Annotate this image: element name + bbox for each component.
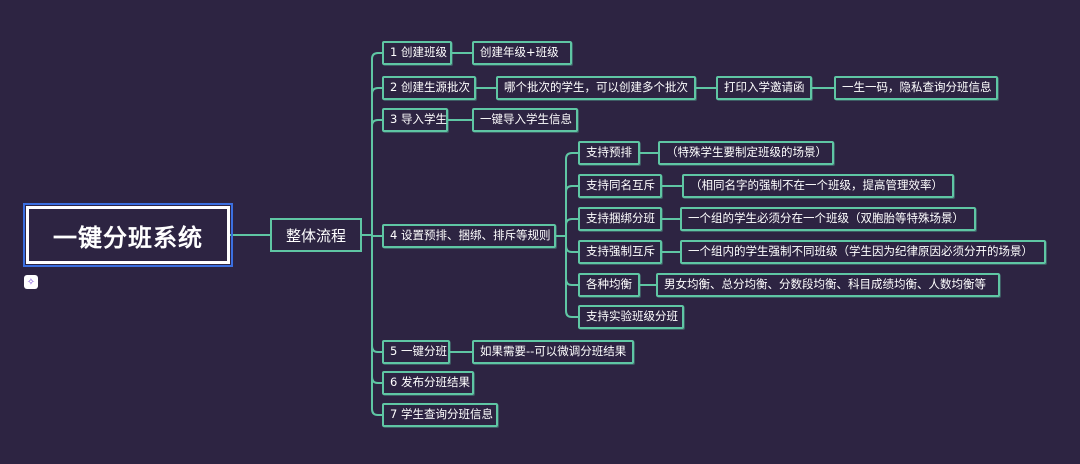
step-node[interactable]: 3 导入学生 (382, 108, 448, 132)
rule-detail-node[interactable]: 一个组内的学生强制不同班级（学生因为纪律原因必须分开的场景） (680, 240, 1046, 264)
rule-node[interactable]: 各种均衡 (578, 273, 640, 297)
rule-node[interactable]: 支持实验班级分班 (578, 305, 684, 329)
step-detail-node[interactable]: 哪个批次的学生，可以创建多个批次 (496, 76, 696, 100)
rule-detail-node[interactable]: 一个组的学生必须分在一个班级（双胞胎等特殊场景） (680, 207, 976, 231)
step-detail-node[interactable]: 创建年级+班级 (472, 41, 572, 65)
step-branch (371, 87, 379, 235)
rule-detail-node[interactable]: 男女均衡、总分均衡、分数段均衡、科目成绩均衡、人数均衡等 (656, 273, 1000, 297)
rule-detail-node[interactable]: （特殊学生要制定班级的场景） (658, 141, 834, 165)
rule-node[interactable]: 支持捆绑分班 (578, 207, 662, 231)
step-node[interactable]: 4 设置预排、捆绑、排斥等规则 (382, 224, 556, 248)
step-node[interactable]: 7 学生查询分班信息 (382, 403, 498, 427)
step-branch (371, 235, 379, 416)
rule-branch (565, 218, 573, 236)
overall-process-node[interactable]: 整体流程 (270, 218, 362, 252)
step-node[interactable]: 6 发布分班结果 (382, 371, 474, 395)
rule-branch (565, 185, 573, 236)
step-node[interactable]: 2 创建生源批次 (382, 76, 476, 100)
step-node[interactable]: 5 一键分班 (382, 340, 450, 364)
rule-node[interactable]: 支持同名互斥 (578, 174, 662, 198)
rule-node[interactable]: 支持强制互斥 (578, 240, 662, 264)
step-branch (371, 52, 379, 235)
add-node-icon[interactable]: ✧ (24, 275, 38, 289)
rule-branch (565, 236, 573, 318)
rule-node[interactable]: 支持预排 (578, 141, 640, 165)
step-branch (371, 119, 379, 235)
step-detail-node[interactable]: 打印入学邀请函 (716, 76, 812, 100)
step-detail-node[interactable]: 如果需要--可以微调分班结果 (472, 340, 634, 364)
step-detail-node[interactable]: 一键导入学生信息 (472, 108, 578, 132)
step-detail-node[interactable]: 一生一码，隐私查询分班信息 (834, 76, 998, 100)
rule-detail-node[interactable]: （相同名字的强制不在一个班级，提高管理效率） (682, 174, 954, 198)
rule-branch (565, 152, 573, 236)
root-node[interactable]: 一键分班系统 (23, 203, 233, 267)
step-node[interactable]: 1 创建班级 (382, 41, 452, 65)
